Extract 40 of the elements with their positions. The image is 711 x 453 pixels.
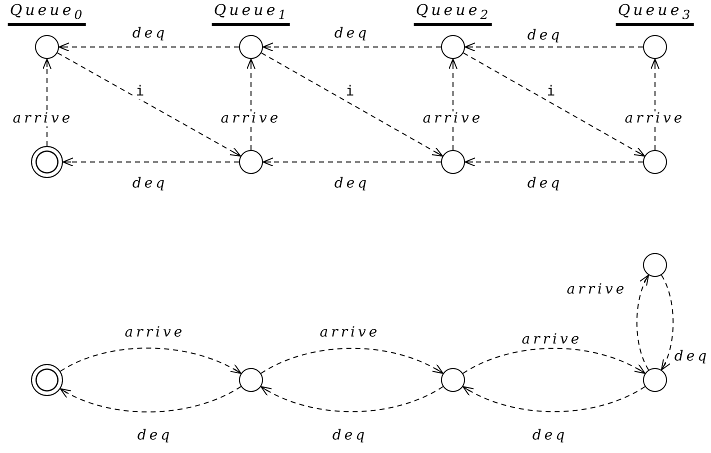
state-circle bbox=[643, 368, 667, 392]
dashed-arrow bbox=[650, 58, 660, 150]
state-circle bbox=[441, 368, 465, 392]
dashed-arrow bbox=[260, 52, 444, 157]
state-circle bbox=[239, 150, 263, 174]
column-heading: Queue$_{0}$ bbox=[8, 2, 86, 26]
dashed-arrow bbox=[262, 42, 442, 52]
dashed-arrow bbox=[62, 158, 240, 166]
dashed-arrow bbox=[60, 348, 242, 374]
dashed-arrow bbox=[260, 386, 444, 412]
state-circle bbox=[643, 35, 667, 59]
state-circle bbox=[239, 368, 263, 392]
state-circle bbox=[441, 150, 465, 174]
edge-label: i bbox=[134, 84, 146, 100]
column-heading: Queue$_{3}$ bbox=[616, 2, 694, 26]
column-heading: Queue$_{1}$ bbox=[212, 2, 290, 26]
column-heading: Queue$_{2}$ bbox=[414, 2, 492, 26]
state-circle bbox=[239, 35, 263, 59]
dashed-arrow bbox=[462, 52, 646, 157]
dashed-arrow bbox=[464, 42, 644, 52]
dashed-arrow bbox=[42, 58, 52, 146]
dashed-arrow bbox=[448, 58, 458, 150]
dashed-arrow bbox=[260, 348, 444, 374]
state-circle bbox=[35, 35, 59, 59]
dashed-arrow bbox=[464, 158, 644, 166]
dashed-arrow bbox=[660, 274, 674, 370]
dashed-arrow bbox=[462, 348, 646, 374]
state-circle bbox=[643, 253, 667, 277]
dashed-arrow bbox=[58, 42, 240, 52]
dashed-arrow bbox=[462, 386, 646, 412]
dashed-arrow bbox=[246, 58, 256, 150]
accept-state-double-circle bbox=[31, 146, 63, 178]
accept-state-double-circle bbox=[31, 364, 63, 396]
dashed-arrow bbox=[262, 158, 442, 166]
edge-label: i bbox=[546, 84, 556, 100]
dashed-arrow bbox=[636, 274, 650, 370]
dashed-arrow bbox=[56, 52, 242, 157]
dashed-arrow bbox=[60, 386, 242, 412]
state-circle bbox=[441, 35, 465, 59]
state-circle bbox=[643, 150, 667, 174]
